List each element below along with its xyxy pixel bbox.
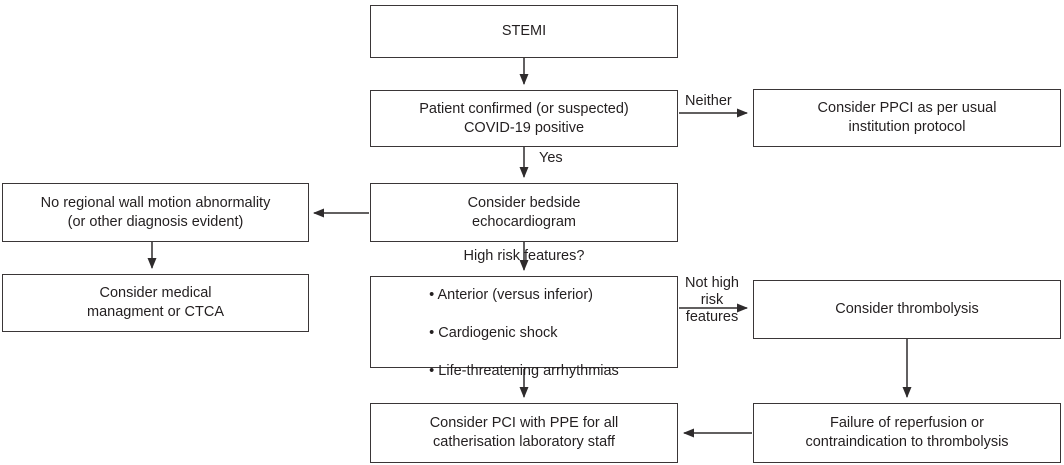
node-consider-thrombolysis: Consider thrombolysis <box>753 280 1061 339</box>
node-failure-of-reperfusion: Failure of reperfusion or contraindicati… <box>753 403 1061 463</box>
node-no-wall-motion: No regional wall motion abnormality (or … <box>2 183 309 242</box>
node-bedside-echocardiogram-label: Consider bedside echocardiogram <box>467 194 581 230</box>
node-bedside-echocardiogram: Consider bedside echocardiogram <box>370 183 678 242</box>
high-risk-bullet: • Anterior (versus inferior) <box>429 286 593 303</box>
edge-label-yes: Yes <box>539 150 563 166</box>
node-consider-ppci-label: Consider PPCI as per usual institution p… <box>817 100 997 135</box>
high-risk-bullet: • Cardiogenic shock <box>429 324 558 341</box>
node-high-risk-bullet-list: • Anterior (versus inferior) • Cardiogen… <box>429 267 619 400</box>
node-medical-management: Consider medical managment or CTCA <box>2 274 309 332</box>
node-covid-positive-label: Patient confirmed (or suspected) COVID-1… <box>419 100 629 136</box>
node-consider-thrombolysis-label: Consider thrombolysis <box>835 301 979 317</box>
node-high-risk-features: High risk features? • Anterior (versus i… <box>370 248 678 379</box>
node-high-risk-title: High risk features? <box>463 247 585 264</box>
node-medical-management-label: Consider medical managment or CTCA <box>87 285 224 320</box>
node-stemi-label: STEMI <box>501 23 547 39</box>
node-covid-positive: Patient confirmed (or suspected) COVID-1… <box>370 90 678 147</box>
node-failure-of-reperfusion-label: Failure of reperfusion or contraindicati… <box>805 415 1009 450</box>
node-stemi: STEMI <box>370 5 678 58</box>
high-risk-bullet: • Life-threatening arrhythmias <box>429 362 619 379</box>
node-pci-with-ppe: Consider PCI with PPE for all catherisat… <box>370 403 678 463</box>
node-pci-with-ppe-label: Consider PCI with PPE for all catherisat… <box>429 415 619 450</box>
node-consider-ppci: Consider PPCI as per usual institution p… <box>753 89 1061 147</box>
edge-label-not-high-risk: Not high risk features <box>684 275 739 325</box>
node-no-wall-motion-label: No regional wall motion abnormality (or … <box>40 194 271 230</box>
edge-label-neither: Neither <box>685 93 732 109</box>
